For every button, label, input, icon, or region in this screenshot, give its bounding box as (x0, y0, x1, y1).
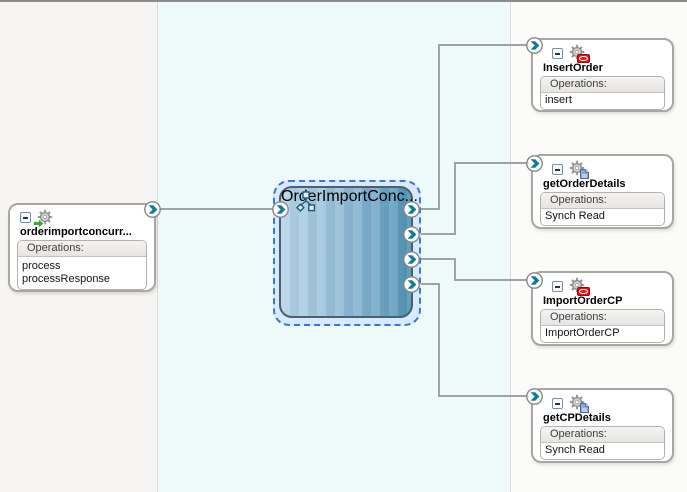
webservice-gear-icon (33, 209, 53, 230)
operations-panel: Operations: ImportOrderCP (540, 309, 665, 343)
wire-component-to-getorderdetails[interactable] (411, 162, 534, 235)
collapse-icon[interactable] (552, 48, 563, 59)
database-adapter-icon (577, 287, 590, 296)
operations-label: Operations: (541, 310, 664, 326)
collapse-icon[interactable] (552, 281, 563, 292)
reference-title: ImportOrderCP (543, 295, 623, 307)
wire-component-to-insertorder[interactable] (411, 44, 534, 210)
bpel-component-body[interactable]: OrderImportConc... (279, 186, 418, 318)
adapter-gear-icon (569, 394, 589, 413)
service-output-port[interactable] (143, 200, 161, 218)
reference-title: getCPDetails (543, 412, 611, 424)
service-title: orderimportconcurr... (20, 226, 132, 238)
component-output-port-2[interactable] (402, 225, 420, 243)
inbound-arrow-icon (33, 216, 45, 230)
operation-item: Synch Read (545, 444, 605, 456)
operation-item: process (22, 260, 61, 272)
file-adapter-icon (579, 401, 590, 413)
component-input-port[interactable] (271, 200, 289, 218)
operation-item: Synch Read (545, 210, 605, 222)
collapse-icon[interactable] (552, 164, 563, 175)
operation-item: insert (545, 94, 572, 106)
component-node-orderimportconc-selected[interactable]: OrderImportConc... (273, 180, 421, 326)
adapter-gear-icon (569, 160, 589, 179)
reference-input-port-importordercp[interactable] (525, 271, 543, 289)
operation-item: processResponse (22, 273, 111, 285)
reference-input-port-insertorder[interactable] (525, 36, 543, 54)
wire-component-to-getcpdetails[interactable] (411, 283, 534, 397)
database-adapter-icon (577, 54, 590, 63)
component-output-port-3[interactable] (402, 250, 420, 268)
adapter-gear-icon (569, 277, 590, 296)
operations-label: Operations: (541, 427, 664, 443)
operations-panel: Operations: insert (540, 76, 665, 110)
operations-panel: Operations: Synch Read (540, 426, 665, 460)
operations-panel: Operations: Synch Read (540, 192, 665, 226)
file-adapter-icon (579, 167, 590, 179)
reference-node-importordercp[interactable]: ImportOrderCP Operations: ImportOrderCP (531, 271, 674, 346)
reference-title: getOrderDetails (543, 178, 626, 190)
service-node-orderimportconcurr[interactable]: orderimportconcurr... Operations: proces… (8, 203, 156, 292)
bpel-process-icon (294, 191, 316, 218)
reference-node-insertorder[interactable]: InsertOrder Operations: insert (531, 38, 674, 112)
operation-item: ImportOrderCP (545, 327, 620, 339)
reference-input-port-getorderdetails[interactable] (525, 154, 543, 172)
collapse-icon[interactable] (552, 398, 563, 409)
reference-node-getcpdetails[interactable]: getCPDetails Operations: Synch Read (531, 388, 674, 463)
reference-title: InsertOrder (543, 62, 603, 74)
collapse-icon[interactable] (20, 212, 31, 223)
reference-node-getorderdetails[interactable]: getOrderDetails Operations: Synch Read (531, 154, 674, 229)
component-output-port-4[interactable] (402, 275, 420, 293)
wire-component-to-importordercp[interactable] (411, 258, 534, 281)
component-title: OrderImportConc... (281, 188, 418, 205)
component-output-port-1[interactable] (402, 200, 420, 218)
reference-input-port-getcpdetails[interactable] (525, 387, 543, 405)
operations-label: Operations: (541, 193, 664, 209)
adapter-gear-icon (569, 44, 590, 63)
operations-label: Operations: (541, 77, 664, 93)
operations-label: Operations: (18, 241, 146, 257)
operations-panel: Operations: process processResponse (17, 240, 147, 290)
